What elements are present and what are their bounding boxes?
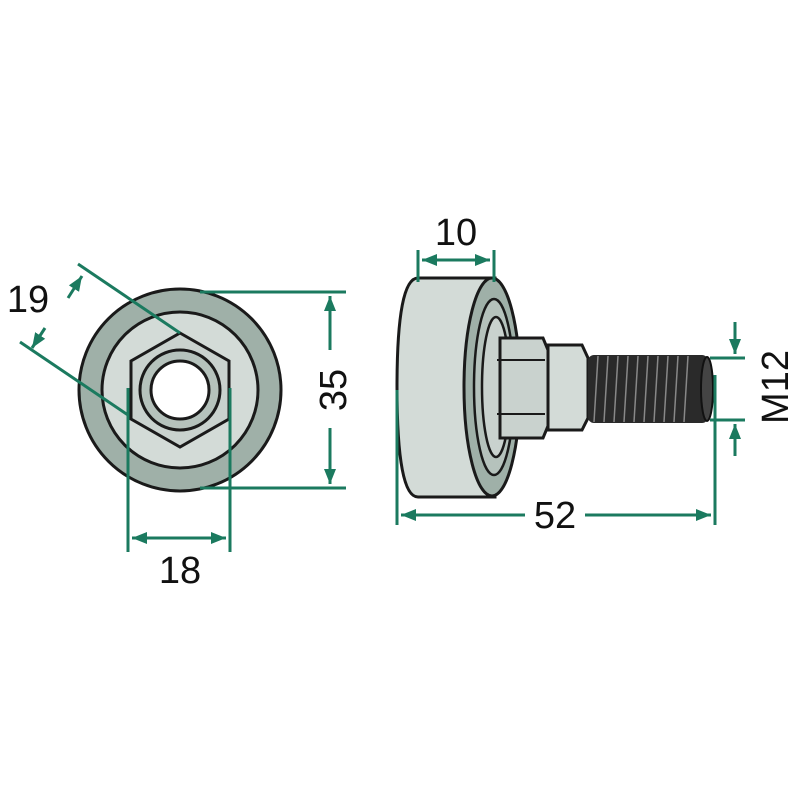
dim-35: 35 [313,369,355,411]
dim-18: 18 [159,550,201,592]
side-nut [498,336,550,440]
dim-m12: M12 [755,350,797,424]
dim-19: 19 [7,279,49,321]
side-dimensions [395,250,745,525]
dim-10: 10 [435,212,477,254]
shaft [546,343,590,432]
side-view [395,276,714,499]
thread [588,355,708,423]
dim-52: 52 [534,495,576,537]
front-dimensions [19,262,346,552]
front-view [77,287,283,493]
bore-hole [149,359,211,421]
